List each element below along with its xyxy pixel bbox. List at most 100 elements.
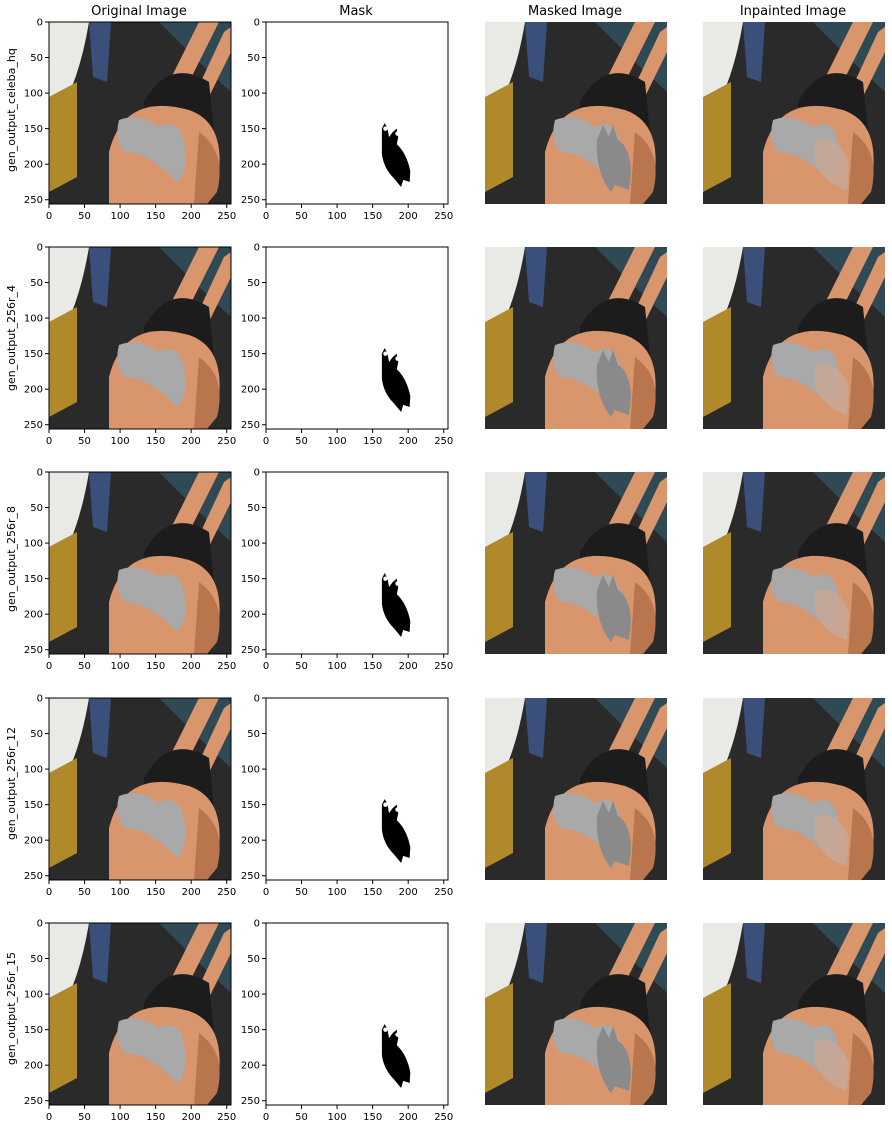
x-tick-label: 200 xyxy=(399,211,418,222)
x-tick-label: 250 xyxy=(434,436,453,447)
y-tick-label: 200 xyxy=(241,160,260,171)
x-tick-label: 200 xyxy=(182,661,201,672)
y-tick-label: 200 xyxy=(24,385,43,396)
y-tick-label: 0 xyxy=(37,243,43,254)
y-tick-label: 250 xyxy=(241,645,260,656)
x-tick-label: 100 xyxy=(111,1112,130,1123)
y-tick-label: 200 xyxy=(241,610,260,621)
x-tick-label: 100 xyxy=(328,211,347,222)
x-tick-label: 150 xyxy=(146,211,165,222)
column-title-original: Original Image xyxy=(91,4,187,19)
inpainted-panel-0 xyxy=(703,22,885,204)
x-tick-label: 0 xyxy=(263,1112,269,1123)
x-tick-label: 50 xyxy=(295,436,308,447)
x-tick-label: 50 xyxy=(78,1112,91,1123)
x-tick-label: 250 xyxy=(434,661,453,672)
column-title-mask: Mask xyxy=(339,4,373,19)
y-tick-label: 200 xyxy=(241,1061,260,1072)
x-tick-label: 200 xyxy=(182,211,201,222)
y-tick-label: 150 xyxy=(24,124,43,135)
x-tick-label: 250 xyxy=(217,887,236,898)
inpainted-panel-2 xyxy=(703,472,885,654)
x-tick-label: 100 xyxy=(111,436,130,447)
masked-panel-3 xyxy=(485,698,667,880)
y-tick-label: 250 xyxy=(241,420,260,431)
y-tick-label: 200 xyxy=(24,160,43,171)
x-tick-label: 0 xyxy=(46,661,52,672)
y-tick-label: 100 xyxy=(241,990,260,1001)
y-tick-label: 250 xyxy=(24,1096,43,1107)
y-tick-label: 100 xyxy=(241,539,260,550)
x-tick-label: 50 xyxy=(295,211,308,222)
x-tick-label: 0 xyxy=(46,1112,52,1123)
y-tick-label: 50 xyxy=(30,729,43,740)
y-tick-label: 100 xyxy=(24,314,43,325)
x-tick-label: 50 xyxy=(78,436,91,447)
x-tick-label: 150 xyxy=(146,887,165,898)
x-tick-label: 150 xyxy=(146,661,165,672)
y-tick-label: 50 xyxy=(30,53,43,64)
x-tick-label: 0 xyxy=(46,436,52,447)
x-tick-label: 100 xyxy=(111,211,130,222)
inpainted-panel-1 xyxy=(703,247,885,429)
y-tick-label: 150 xyxy=(241,800,260,811)
x-tick-label: 250 xyxy=(434,211,453,222)
y-tick-label: 100 xyxy=(24,765,43,776)
y-tick-label: 250 xyxy=(24,871,43,882)
y-tick-label: 0 xyxy=(37,468,43,479)
x-tick-label: 150 xyxy=(146,436,165,447)
x-tick-label: 200 xyxy=(182,1112,201,1123)
x-tick-label: 100 xyxy=(111,661,130,672)
y-tick-label: 50 xyxy=(247,503,260,514)
x-tick-label: 0 xyxy=(263,211,269,222)
y-tick-label: 150 xyxy=(24,1025,43,1036)
y-tick-label: 250 xyxy=(241,195,260,206)
y-tick-label: 200 xyxy=(24,836,43,847)
x-tick-label: 0 xyxy=(263,436,269,447)
x-tick-label: 200 xyxy=(399,436,418,447)
x-tick-label: 150 xyxy=(363,1112,382,1123)
x-tick-label: 0 xyxy=(263,661,269,672)
x-tick-label: 150 xyxy=(363,887,382,898)
x-tick-label: 250 xyxy=(217,211,236,222)
y-tick-label: 100 xyxy=(24,89,43,100)
x-tick-label: 0 xyxy=(46,887,52,898)
x-tick-label: 250 xyxy=(217,661,236,672)
column-title-masked: Masked Image xyxy=(527,4,623,19)
x-tick-label: 250 xyxy=(434,887,453,898)
x-tick-label: 50 xyxy=(295,661,308,672)
masked-panel-2 xyxy=(485,472,667,654)
y-tick-label: 250 xyxy=(24,195,43,206)
y-tick-label: 100 xyxy=(241,89,260,100)
column-title-inpainted: Inpainted Image xyxy=(739,4,847,19)
y-tick-label: 250 xyxy=(241,871,260,882)
y-tick-label: 0 xyxy=(254,919,260,930)
y-tick-label: 200 xyxy=(241,385,260,396)
y-tick-label: 100 xyxy=(24,539,43,550)
x-tick-label: 0 xyxy=(46,211,52,222)
masked-panel-1 xyxy=(485,247,667,429)
y-tick-label: 0 xyxy=(37,18,43,29)
y-tick-label: 0 xyxy=(254,243,260,254)
y-tick-label: 100 xyxy=(241,765,260,776)
y-tick-label: 0 xyxy=(37,694,43,705)
x-tick-label: 200 xyxy=(182,887,201,898)
x-tick-label: 200 xyxy=(399,1112,418,1123)
y-tick-label: 50 xyxy=(30,278,43,289)
y-tick-label: 50 xyxy=(247,278,260,289)
x-tick-label: 150 xyxy=(363,661,382,672)
x-tick-label: 50 xyxy=(78,661,91,672)
x-tick-label: 200 xyxy=(399,887,418,898)
x-tick-label: 250 xyxy=(434,1112,453,1123)
y-tick-label: 250 xyxy=(24,420,43,431)
x-tick-label: 100 xyxy=(111,887,130,898)
y-tick-label: 150 xyxy=(24,800,43,811)
y-tick-label: 250 xyxy=(24,645,43,656)
